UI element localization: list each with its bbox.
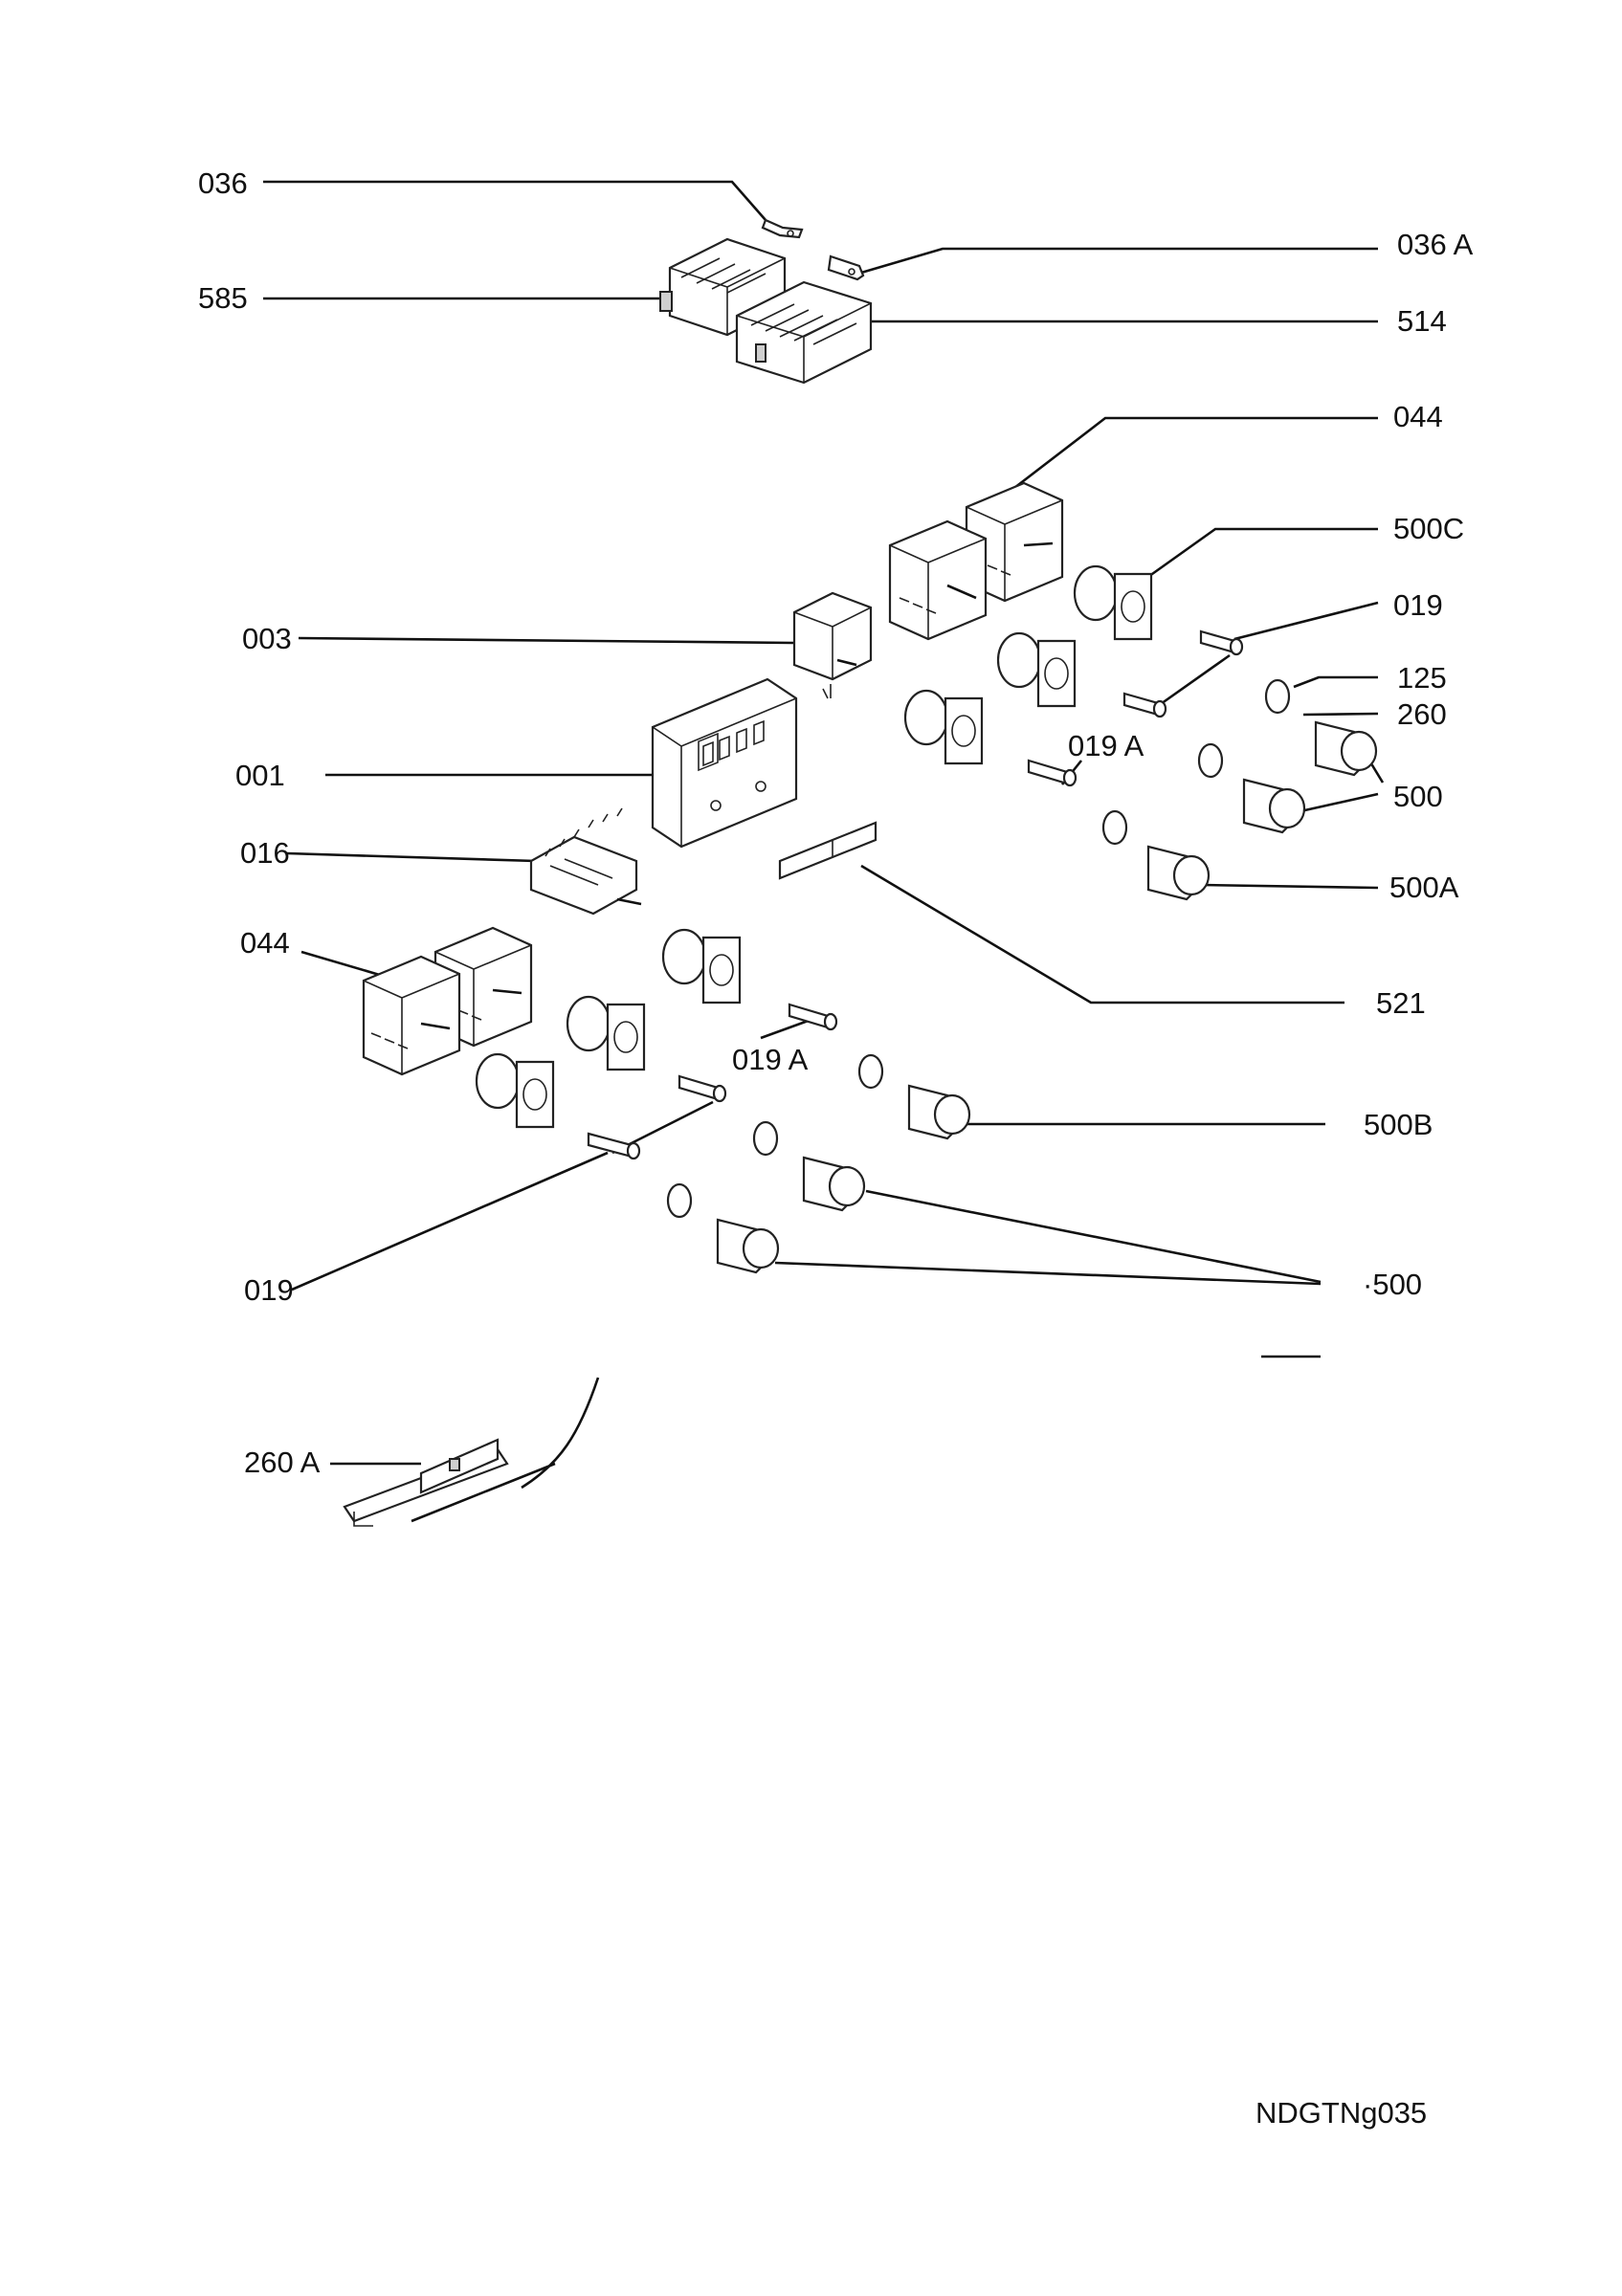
leader-260 — [1302, 712, 1379, 717]
leader-521 — [860, 864, 1344, 1004]
label-044-left: 044 — [240, 926, 290, 960]
label-019-left: 019 — [244, 1273, 294, 1307]
bezel-low-a — [661, 928, 742, 1004]
leader-019a-low — [760, 1017, 814, 1040]
label-260a: 260 A — [244, 1446, 321, 1479]
rings-125 — [666, 678, 1291, 1219]
label-036: 036 — [198, 166, 248, 200]
terminal-036 — [761, 218, 804, 239]
selector-switch-016 — [529, 807, 642, 916]
leader-016 — [286, 851, 537, 863]
leader-019-left-a — [291, 1151, 609, 1292]
bezel-500c-a — [1073, 564, 1153, 641]
leader-500-bottom-a — [865, 1189, 1322, 1284]
bezel-500c-c — [903, 689, 984, 765]
bracket-260a — [343, 1377, 600, 1527]
leader-019-right-2 — [1157, 653, 1231, 708]
label-036a: 036 A — [1397, 228, 1474, 261]
bezel-low-c — [475, 1052, 555, 1129]
label-500-right: 500 — [1393, 780, 1443, 813]
label-500c: 500C — [1393, 512, 1465, 545]
leader-036 — [263, 180, 767, 221]
label-521: 521 — [1376, 986, 1426, 1020]
energy-regulator-044-top-b — [888, 519, 988, 641]
leader-019-right — [1233, 601, 1379, 641]
label-019a-mid: 019 A — [1068, 729, 1144, 762]
label-019-right: 019 — [1393, 588, 1443, 622]
leader-044-top — [1013, 416, 1378, 490]
energy-regulator-044-left-b — [362, 955, 461, 1076]
label-585: 585 — [198, 281, 248, 315]
leader-500-right-b — [1291, 792, 1379, 815]
bezel-low-b — [566, 995, 646, 1071]
connector-block-514 — [735, 280, 873, 385]
label-260: 260 — [1397, 697, 1447, 731]
label-044-top: 044 — [1393, 400, 1443, 433]
leader-036a — [860, 247, 1378, 275]
label-001: 001 — [235, 759, 285, 792]
bezel-500c-b — [996, 631, 1077, 708]
label-500b: 500B — [1364, 1108, 1433, 1141]
label-514: 514 — [1397, 304, 1447, 338]
label-125: 125 — [1397, 661, 1447, 695]
bezels — [475, 564, 1153, 1129]
switch-003 — [792, 591, 873, 699]
strip-521 — [778, 821, 878, 880]
leader-044-left — [300, 950, 384, 978]
leader-500a — [1200, 883, 1379, 890]
label-500a: 500A — [1389, 871, 1459, 904]
label-003: 003 — [242, 622, 292, 655]
leader-500c — [1138, 527, 1378, 585]
knobs-500 — [716, 720, 1378, 1274]
diagram-code: NDGTNg035 — [1255, 2096, 1428, 2130]
leader-500-bottom-b — [774, 1261, 1322, 1286]
label-019a-low: 019 A — [732, 1043, 809, 1076]
leader-125 — [1293, 675, 1378, 689]
terminal-036a — [827, 254, 865, 281]
spindles — [587, 629, 1244, 1160]
label-016: 016 — [240, 836, 290, 870]
leader-003 — [298, 636, 795, 645]
control-box-001 — [651, 677, 798, 849]
label-500-bottom: ·500 — [1363, 1268, 1423, 1301]
